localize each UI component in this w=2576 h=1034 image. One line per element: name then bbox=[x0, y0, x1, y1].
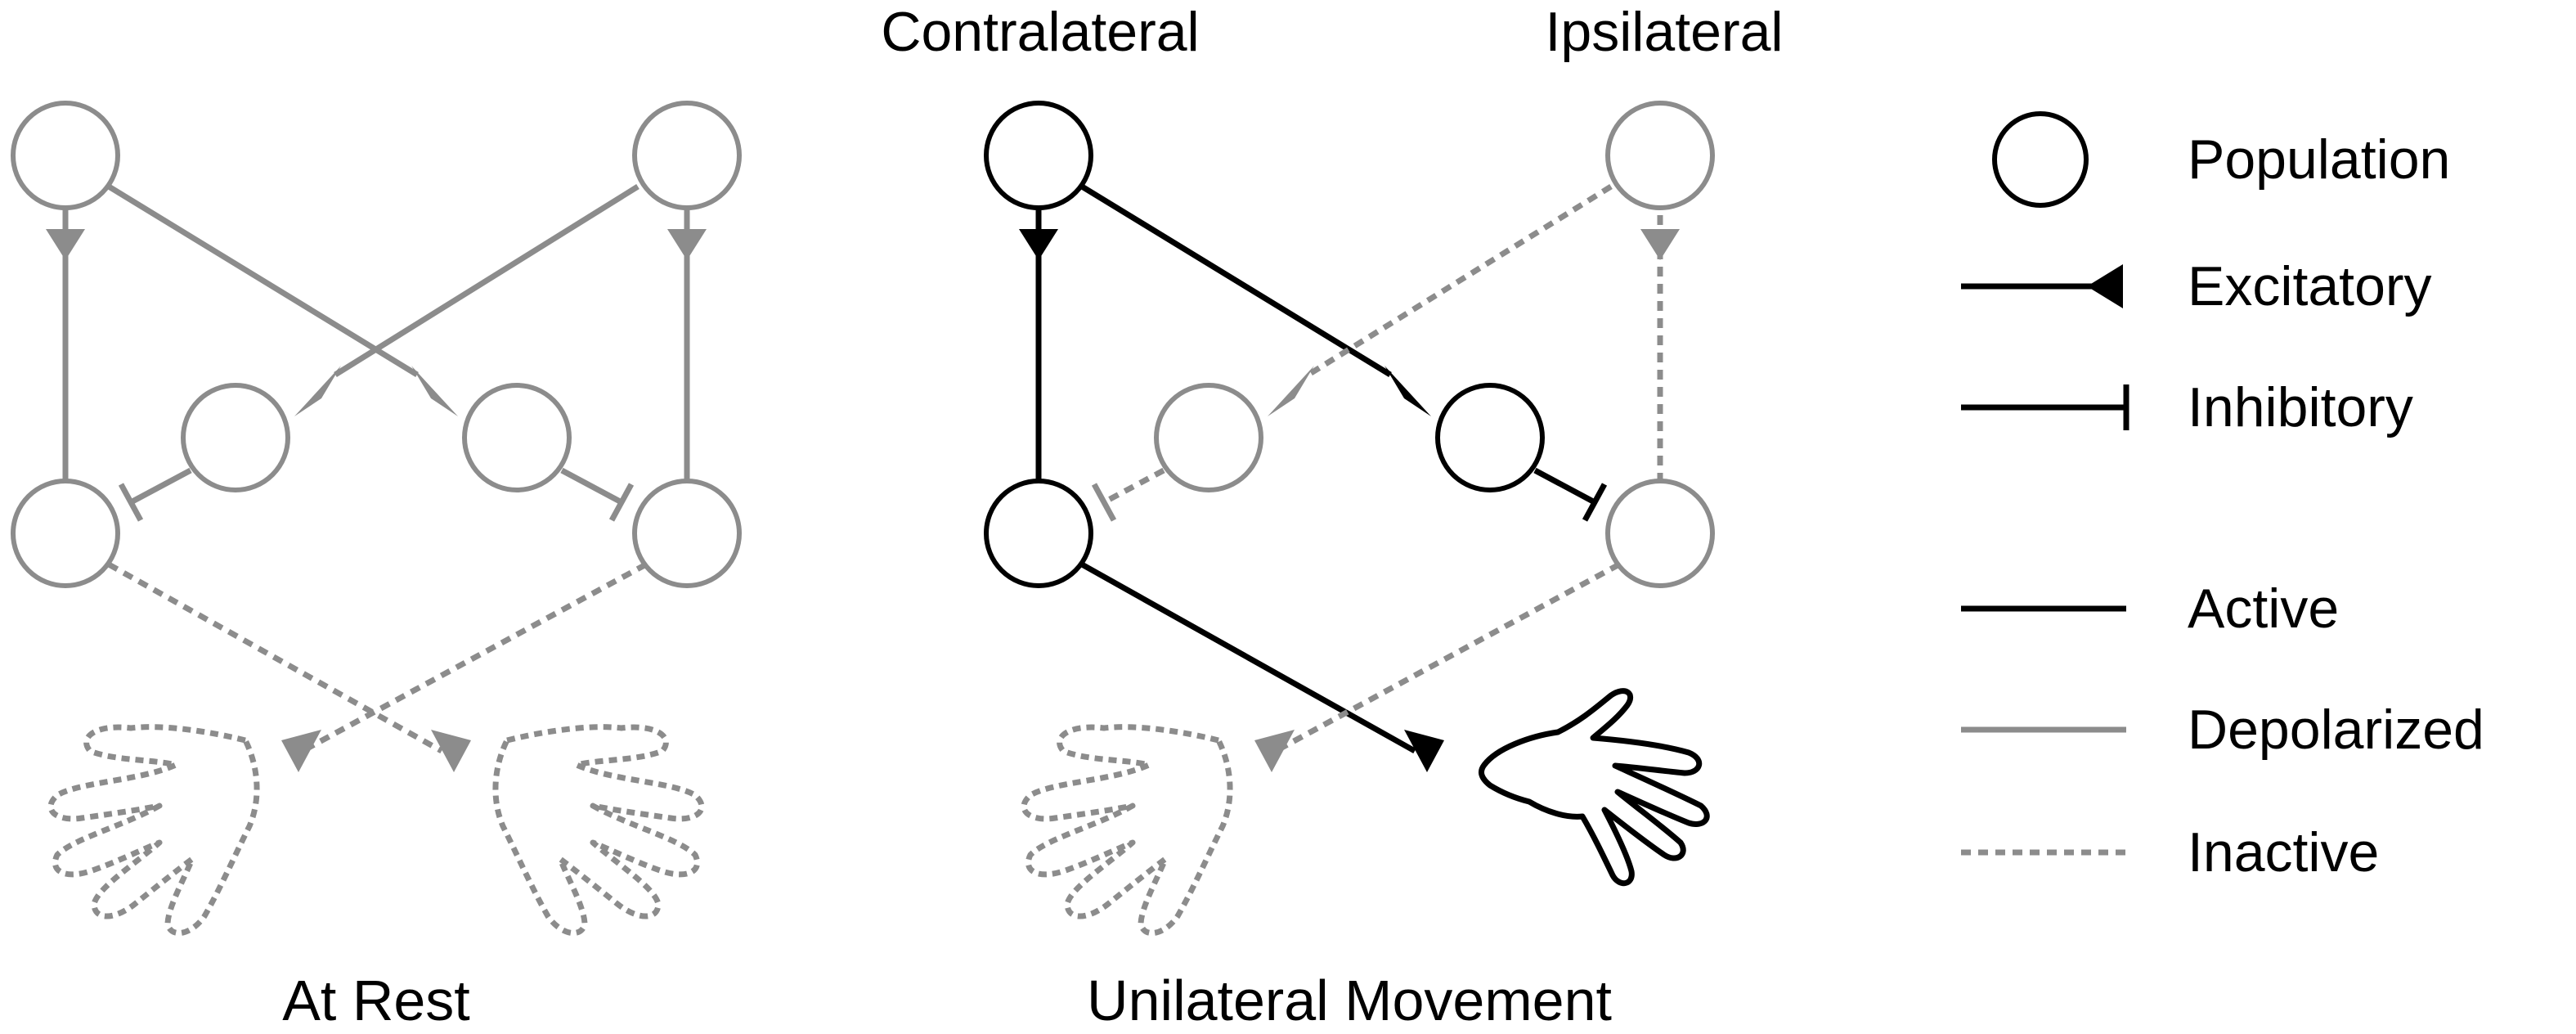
population-node bbox=[1605, 479, 1715, 588]
legend: Population Excitatory Inhibitory Active … bbox=[1961, 111, 2484, 883]
legend-excitatory-arrowhead-icon bbox=[2087, 264, 2123, 308]
excitatory-arrowhead bbox=[294, 366, 341, 416]
connection-inhibitory-right bbox=[560, 467, 623, 506]
connection-inhibitory-left bbox=[129, 467, 192, 506]
excitatory-arrowhead bbox=[1019, 229, 1058, 260]
connection-output-active bbox=[1080, 561, 1416, 754]
connection-cross-inactive bbox=[1307, 184, 1613, 377]
header-contralateral: Contralateral bbox=[881, 1, 1199, 63]
excitatory-arrowhead bbox=[1384, 366, 1431, 416]
panel-unilateral-movement: Contralateral Ipsilateral bbox=[881, 1, 1783, 1032]
population-node bbox=[632, 101, 742, 210]
population-node bbox=[11, 101, 120, 210]
inhibitory-bar bbox=[608, 483, 635, 522]
legend-active-label: Active bbox=[2188, 578, 2339, 640]
connection-output-inactive bbox=[1274, 561, 1621, 754]
population-node bbox=[181, 383, 290, 492]
excitatory-arrowhead bbox=[1268, 366, 1314, 416]
right-hand-active-icon bbox=[1479, 688, 1710, 886]
population-node-active bbox=[984, 101, 1093, 210]
connection-cross-right bbox=[107, 184, 419, 377]
connection-output-inactive bbox=[301, 561, 648, 754]
legend-excitatory-label: Excitatory bbox=[2188, 255, 2432, 317]
inhibitory-bar bbox=[1091, 483, 1117, 522]
legend-depolarized-label: Depolarized bbox=[2188, 699, 2484, 761]
excitatory-arrowhead bbox=[1254, 730, 1295, 772]
right-hand-inactive-icon bbox=[492, 724, 705, 936]
legend-population-label: Population bbox=[2188, 128, 2450, 191]
excitatory-arrowhead bbox=[1404, 730, 1444, 772]
left-hand-inactive-icon bbox=[47, 724, 260, 936]
excitatory-arrowhead bbox=[431, 730, 471, 772]
legend-inhibitory-label: Inhibitory bbox=[2188, 376, 2413, 438]
legend-population-icon bbox=[1992, 111, 2089, 208]
population-node-active bbox=[1435, 383, 1545, 492]
population-node bbox=[632, 479, 742, 588]
inhibitory-bar bbox=[1582, 483, 1608, 522]
excitatory-arrowhead bbox=[411, 366, 458, 416]
population-node bbox=[1154, 383, 1263, 492]
excitatory-arrowhead bbox=[281, 730, 321, 772]
connection-cross-left bbox=[334, 184, 640, 377]
population-node-active bbox=[984, 479, 1093, 588]
connection-inhibitory-inactive bbox=[1102, 467, 1165, 506]
header-ipsilateral: Ipsilateral bbox=[1545, 1, 1783, 63]
caption-unilateral-movement: Unilateral Movement bbox=[1087, 969, 1612, 1032]
connection-inhibitory-active bbox=[1533, 467, 1596, 506]
panel-at-rest: At Rest bbox=[11, 101, 742, 1032]
connection-output-inactive bbox=[107, 561, 443, 754]
excitatory-arrowhead bbox=[46, 229, 85, 260]
left-hand-inactive-icon bbox=[1021, 724, 1233, 936]
inhibitory-bar bbox=[118, 483, 144, 522]
population-node bbox=[462, 383, 572, 492]
legend-inactive-label: Inactive bbox=[2188, 821, 2379, 883]
caption-at-rest: At Rest bbox=[282, 969, 470, 1032]
excitatory-arrowhead bbox=[1640, 229, 1680, 260]
population-node bbox=[11, 479, 120, 588]
population-node bbox=[1605, 101, 1715, 210]
connection-cross-active bbox=[1080, 184, 1392, 377]
excitatory-arrowhead bbox=[667, 229, 707, 260]
